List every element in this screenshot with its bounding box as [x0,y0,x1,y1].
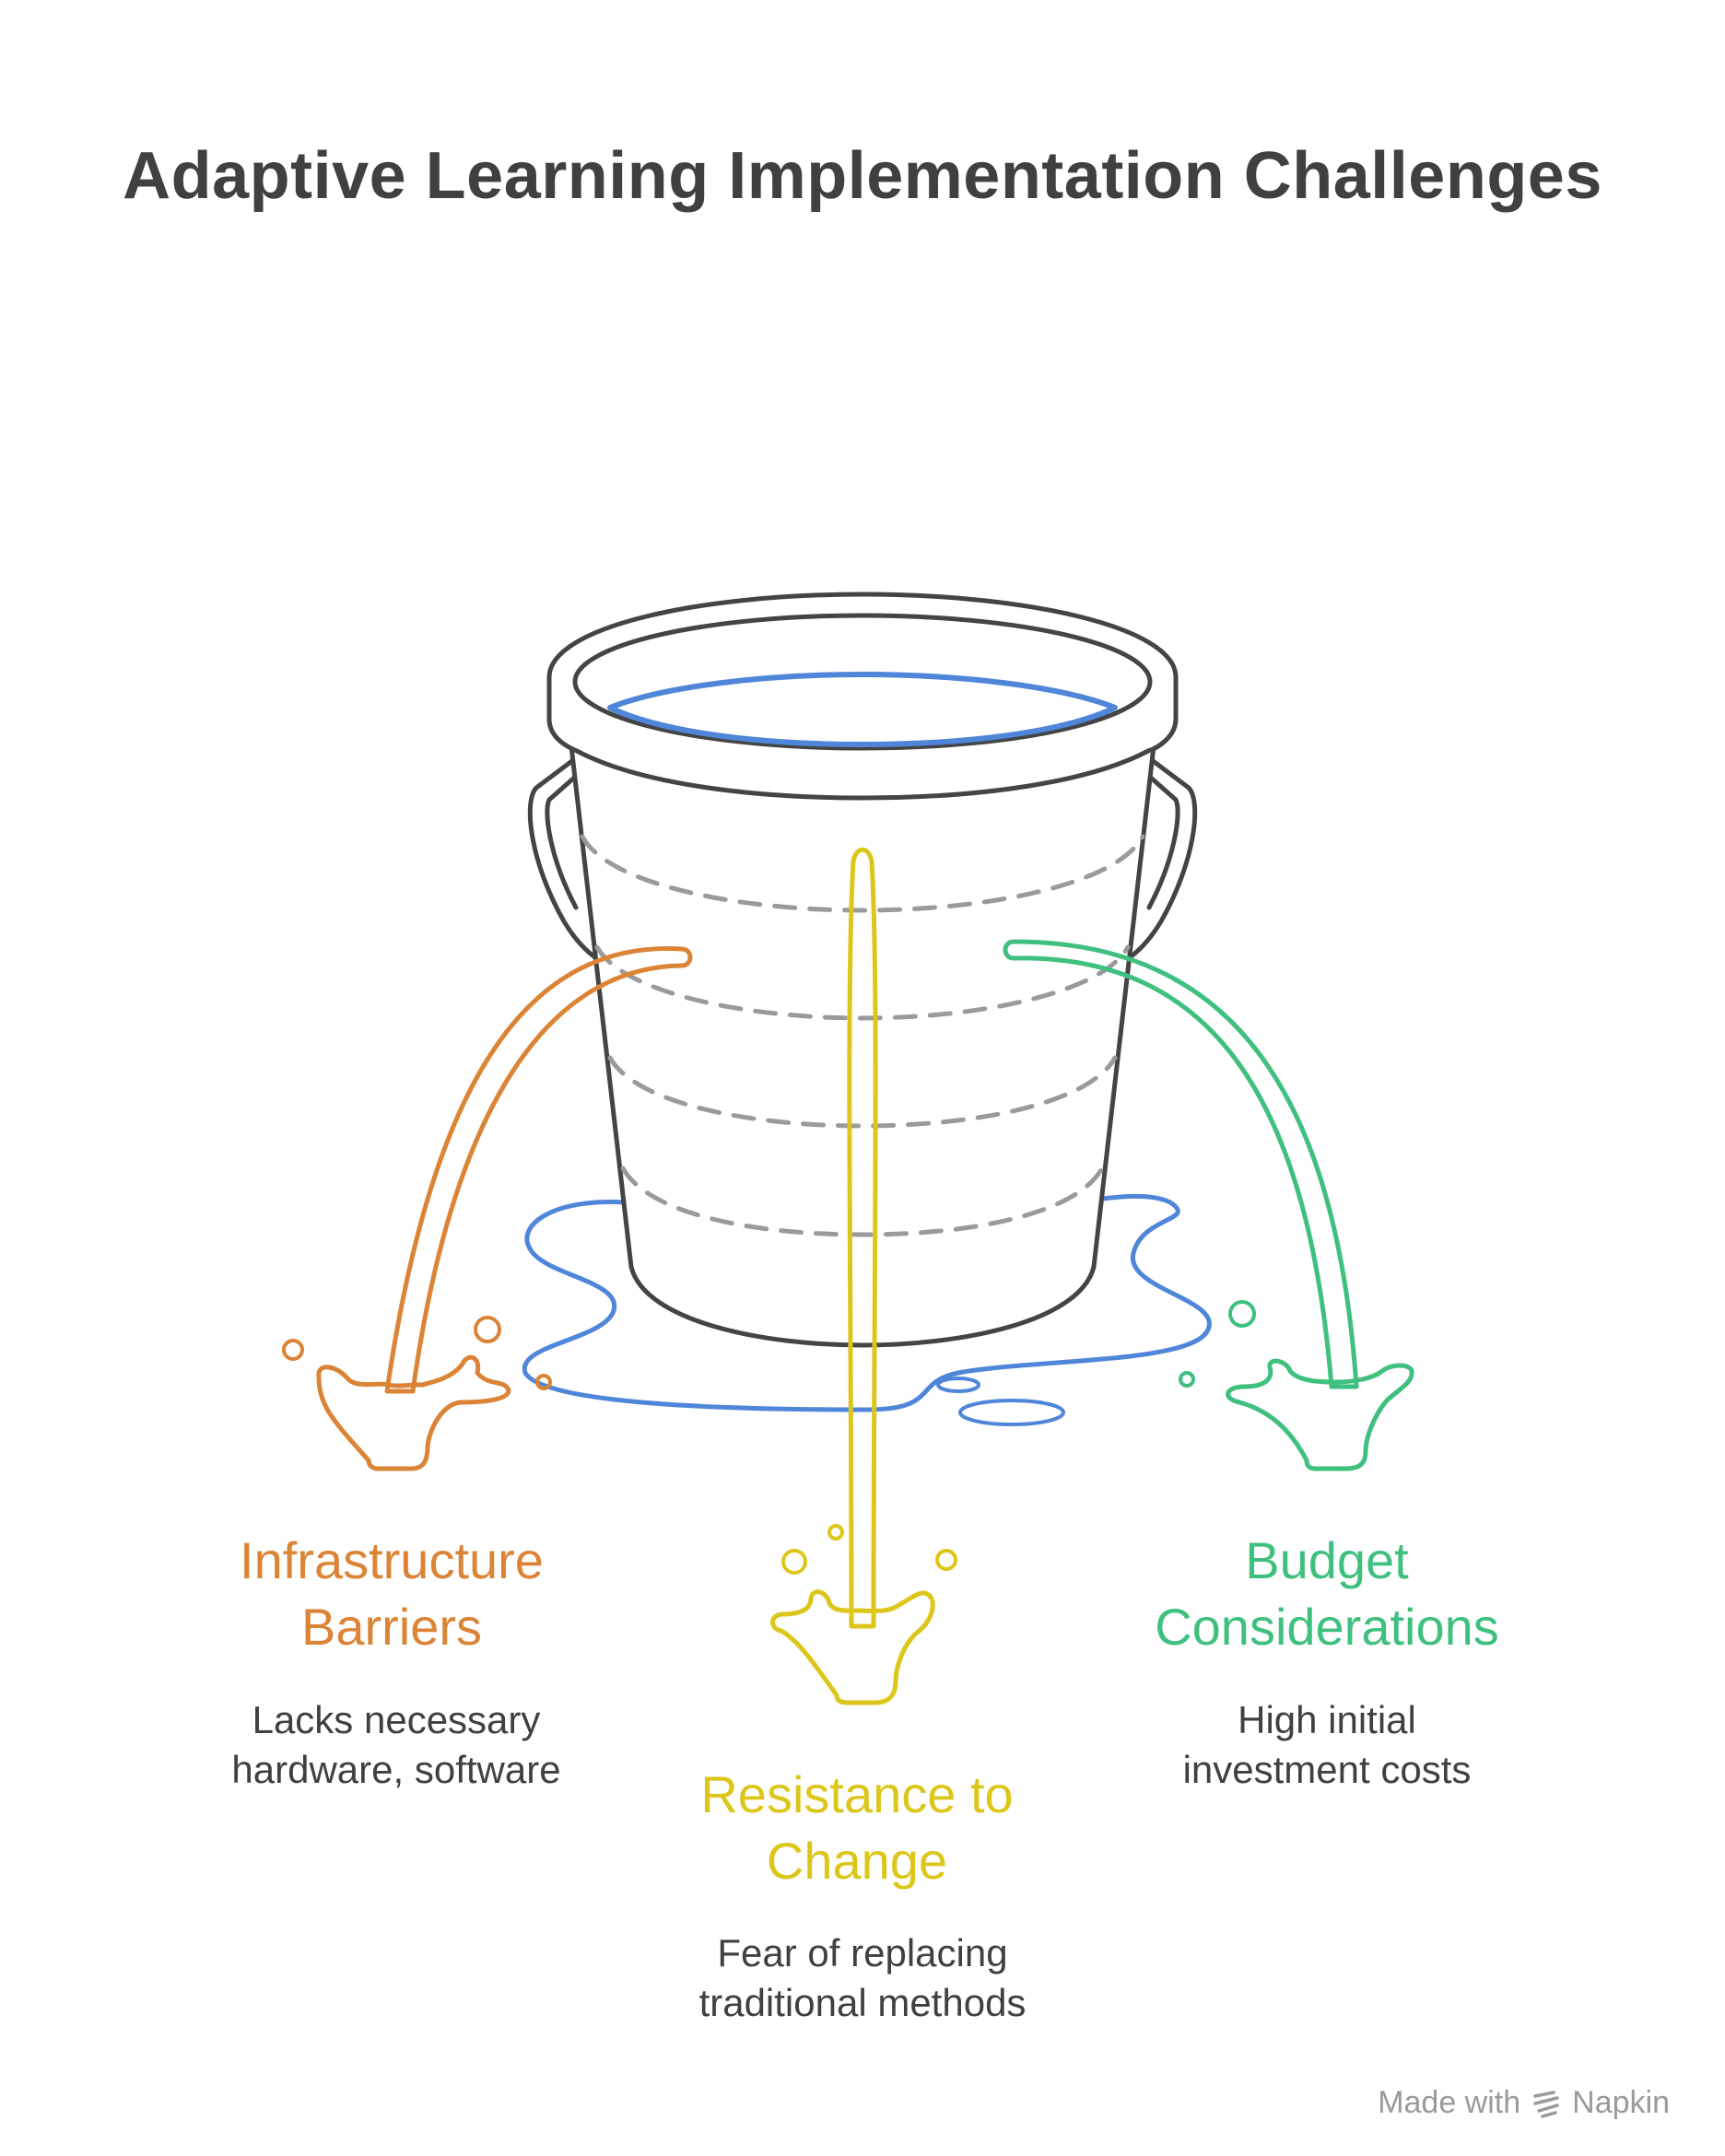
bucket-band [580,834,1145,913]
challenge-desc-line: Lacks necessary [252,1698,541,1741]
water-puddle [522,1193,1212,1412]
challenge-title-resistance: Resistance to Change [645,1762,1069,1894]
water-drop [958,1399,1065,1426]
napkin-logo-icon [1533,2090,1559,2118]
napkin-watermark: Made with Napkin [1378,2085,1670,2121]
bucket-body [569,744,1156,1348]
challenge-title-line: Resistance to [700,1765,1014,1823]
challenge-desc-line: High initial [1238,1698,1416,1741]
water-drop [936,1377,980,1393]
challenge-desc-line: traditional methods [698,1981,1027,2024]
splash-drop [1228,1300,1256,1328]
challenge-desc-resistance: Fear of replacing traditional methods [651,1928,1074,2028]
challenge-title-line: Considerations [1155,1598,1499,1656]
splash-drop [827,1524,844,1541]
leak-stream [1003,939,1359,1389]
challenge-title-line: Infrastructure [240,1531,544,1589]
bucket-band [594,944,1131,1021]
bucket-band [607,1055,1118,1129]
splash-drop [781,1549,807,1575]
splash-drop [282,1339,304,1361]
splash-drop [535,1374,552,1390]
challenge-title-infrastructure: Infrastructure Barriers [180,1528,604,1660]
challenge-desc-line: hardware, software [231,1748,561,1791]
challenge-desc-line: Fear of replacing [717,1931,1008,1974]
leak-splash [770,1589,935,1705]
watermark-brand: Napkin [1572,2085,1670,2120]
challenge-desc-infrastructure: Lacks necessary hardware, software [184,1695,608,1795]
challenge-title-line: Budget [1245,1531,1409,1589]
watermark-prefix: Made with [1378,2085,1521,2120]
leak-budget [1003,939,1414,1471]
water-surface [607,672,1118,747]
bucket-rim-inner [572,613,1153,751]
splash-drop [474,1316,501,1343]
challenge-desc-line: investment costs [1182,1748,1472,1791]
challenge-title-line: Barriers [300,1598,483,1656]
bucket-handle-right-inner [1146,776,1180,910]
bucket-handle-left-inner [545,776,579,910]
leak-infrastructure [282,945,693,1471]
leak-splash [1226,1358,1414,1471]
bucket-band [620,1166,1105,1237]
bucket-rim [546,592,1179,801]
leak-stream [384,945,693,1394]
challenge-desc-budget: High initial investment costs [1115,1695,1539,1795]
leak-stream [847,847,878,1629]
leak-resistance [770,847,957,1705]
leak-splash [316,1354,511,1471]
splash-drop [935,1549,957,1571]
diagram-title: Adaptive Learning Implementation Challen… [123,139,1602,213]
challenge-title-budget: Budget Considerations [1115,1528,1539,1660]
splash-drop [1179,1371,1195,1388]
challenge-title-line: Change [766,1832,948,1890]
